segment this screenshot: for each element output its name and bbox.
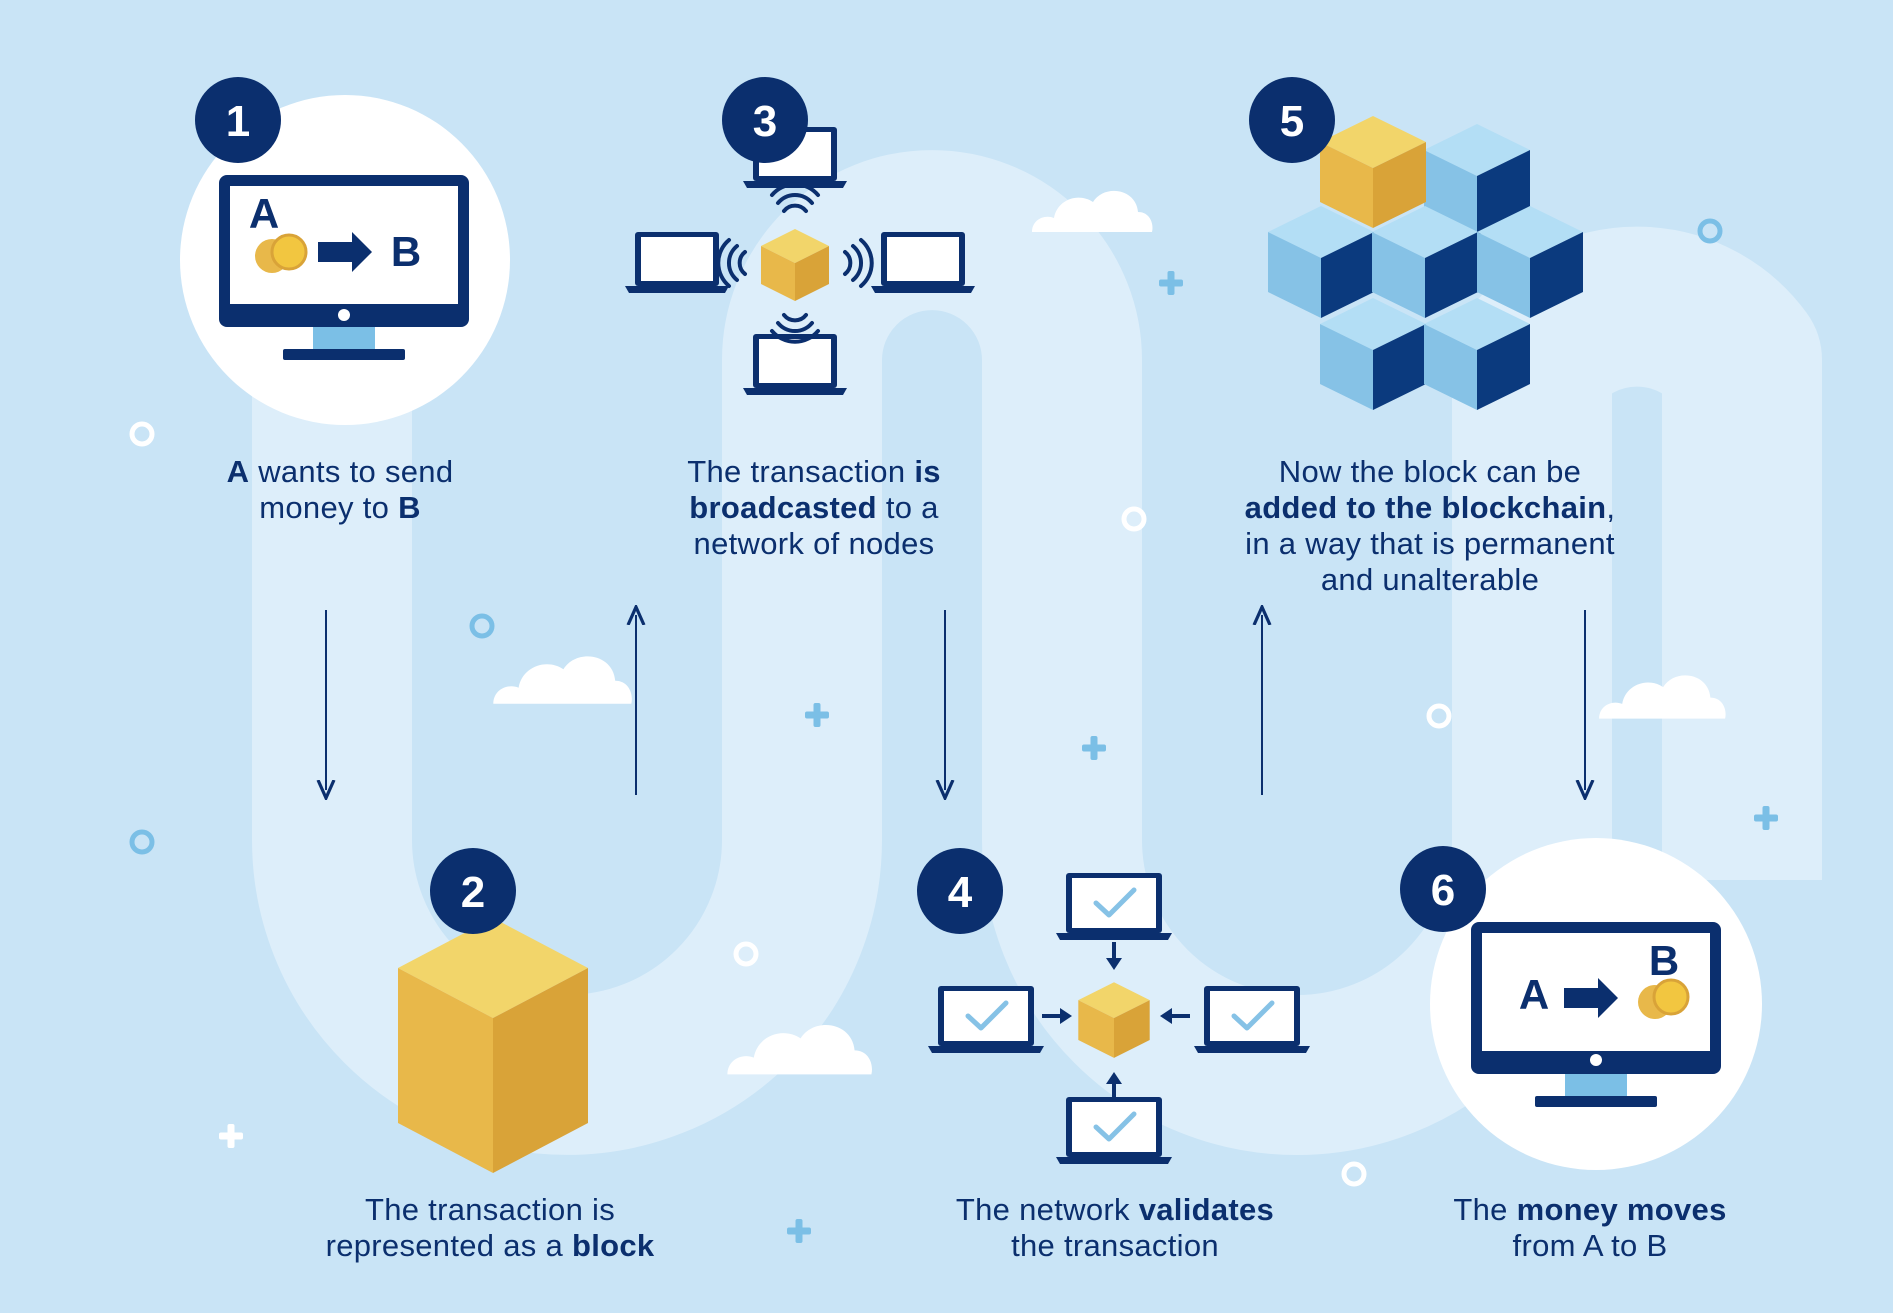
step-number-badge: 2 <box>430 848 516 934</box>
cube-icon <box>1268 206 1374 318</box>
cloud-icon <box>493 656 632 704</box>
ring-icon <box>1341 1161 1367 1187</box>
step-6-illustration: A B <box>1430 838 1762 1170</box>
ring-icon <box>1426 703 1452 729</box>
monitor-receiver-label: B <box>391 228 421 275</box>
caption-bold-text: block <box>571 1228 655 1263</box>
ring-icon <box>1121 506 1147 532</box>
step-4-illustration <box>928 873 1310 1164</box>
caption-text: money to <box>259 490 399 525</box>
caption-text: wants to send <box>249 454 454 489</box>
ring-icon <box>1697 218 1723 244</box>
step-2-illustration <box>398 918 588 1173</box>
step-number-badge: 6 <box>1400 846 1486 932</box>
coin-icon <box>1638 978 1690 1019</box>
arrow-right-icon <box>1564 978 1618 1018</box>
caption-text: represented as a <box>325 1228 572 1263</box>
arrow-icon <box>1042 942 1190 1098</box>
plus-icon <box>787 1219 811 1243</box>
ring-icon <box>733 941 759 967</box>
laptop-icon <box>1056 1097 1172 1164</box>
coin-icon <box>255 233 308 273</box>
laptop-icon <box>625 232 729 293</box>
caption-text: The <box>1453 1192 1517 1227</box>
caption-text: The transaction is <box>364 1192 616 1227</box>
caption-text: The transaction <box>687 454 915 489</box>
step-number-badge: 3 <box>722 77 808 163</box>
ring-icon <box>129 829 155 855</box>
step-number-badge: 5 <box>1249 77 1335 163</box>
caption-bold-text: broadcasted <box>689 490 877 525</box>
svg-text:3: 3 <box>753 97 777 146</box>
step-number-badge: 4 <box>917 848 1003 934</box>
laptop-icon <box>1194 986 1310 1053</box>
arrow-right-icon <box>318 232 372 272</box>
caption-bold-text: A <box>226 454 250 489</box>
cube-icon <box>1320 298 1426 410</box>
caption-text: network of nodes <box>693 526 935 561</box>
monitor-sender-label: A <box>249 190 279 237</box>
caption-text: to a <box>876 490 939 525</box>
laptop-icon <box>1056 873 1172 940</box>
wifi-signal-icon <box>716 182 874 344</box>
step-number-badge: 1 <box>195 77 281 163</box>
caption-text: in a way that is permanent <box>1245 526 1615 561</box>
monitor-sender-label: A <box>1519 971 1549 1018</box>
svg-text:2: 2 <box>461 868 485 917</box>
cube-icon <box>1320 116 1426 228</box>
caption-text: , <box>1606 490 1616 525</box>
svg-text:5: 5 <box>1280 97 1304 146</box>
caption-text: The network <box>955 1192 1139 1227</box>
caption-bold-text: added to the blockchain <box>1244 490 1607 525</box>
step-1-illustration: A B <box>180 95 510 425</box>
caption-text: Now the block can be <box>1278 454 1582 489</box>
caption-text: and unalterable <box>1320 562 1540 597</box>
svg-text:1: 1 <box>226 97 250 146</box>
caption-bold-text: is <box>914 454 941 489</box>
caption-text: from A to B <box>1512 1228 1668 1263</box>
step-3-illustration <box>625 127 975 395</box>
ring-icon <box>129 421 155 447</box>
caption-text: the transaction <box>1011 1228 1219 1263</box>
laptop-icon <box>871 232 975 293</box>
caption-bold-text: money moves <box>1516 1192 1727 1227</box>
svg-text:4: 4 <box>948 868 973 917</box>
plus-icon <box>1159 271 1183 295</box>
laptop-icon <box>928 986 1044 1053</box>
cube-icon <box>398 918 588 1173</box>
caption-bold-text: validates <box>1138 1192 1275 1227</box>
svg-text:6: 6 <box>1431 866 1455 915</box>
monitor-receiver-label: B <box>1649 937 1679 984</box>
caption-bold-text: B <box>398 490 421 525</box>
plus-icon <box>219 1124 243 1148</box>
ring-icon <box>469 613 495 639</box>
